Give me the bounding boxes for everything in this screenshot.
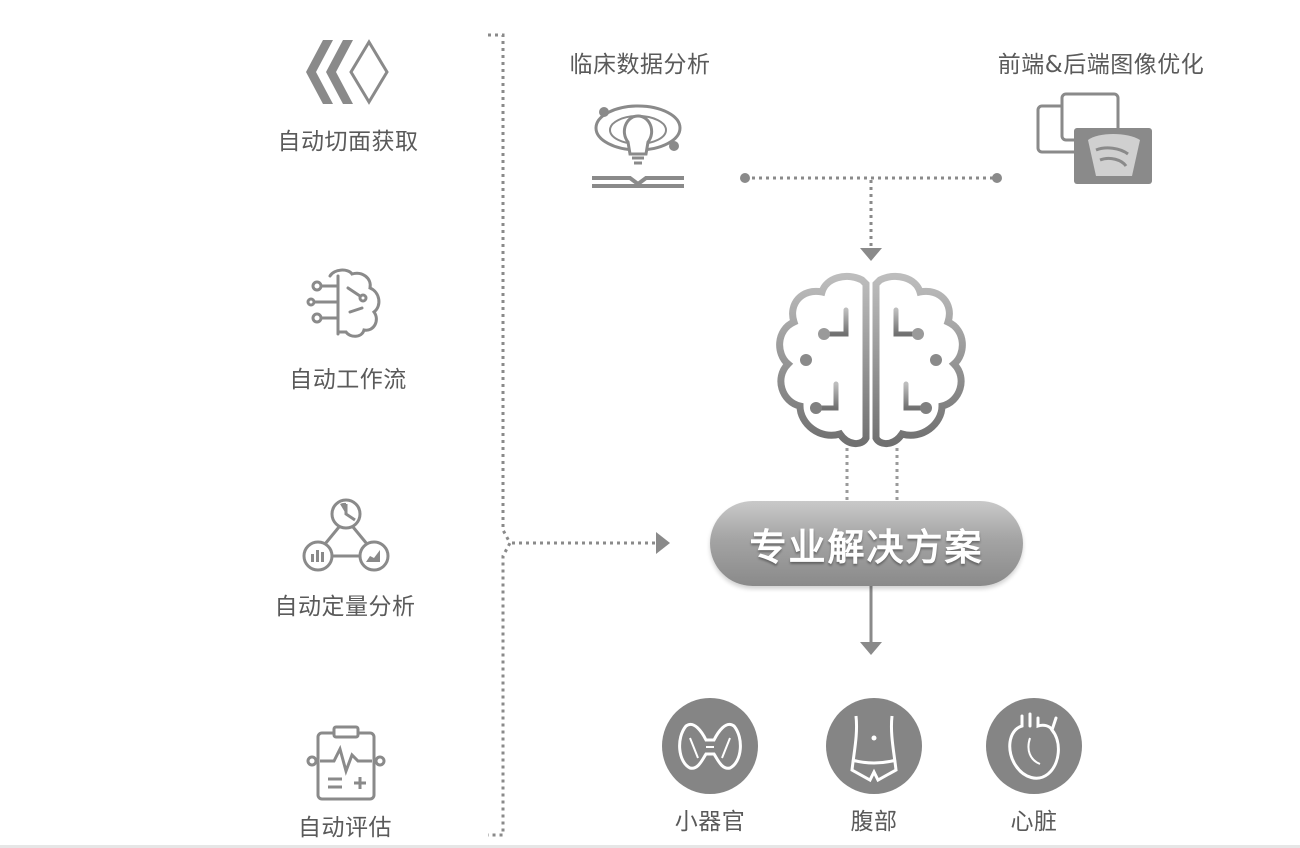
output-label-heart: 心脏 xyxy=(1010,809,1058,835)
output-label-abdomen: 腹部 xyxy=(850,809,898,835)
solution-pill: 专业解决方案 xyxy=(710,501,1023,586)
feature-label-quant-analysis: 自动定量分析 xyxy=(274,594,416,620)
analysis-triangle-icon xyxy=(302,498,390,572)
left-bracket xyxy=(488,33,512,837)
clipboard-icon xyxy=(306,725,386,801)
inputs-connector xyxy=(740,173,1002,261)
solution-label: 专业解决方案 xyxy=(749,525,984,569)
thyroid-icon xyxy=(662,698,758,794)
output-label-small-organs: 小器官 xyxy=(674,809,746,835)
bottom-divider xyxy=(0,845,1300,848)
heart-icon xyxy=(986,698,1082,794)
input-label-image-optimization: 前端&后端图像优化 xyxy=(997,52,1205,78)
brain-circuit-icon xyxy=(306,268,381,338)
feature-label-plane-acquisition: 自动切面获取 xyxy=(277,129,419,155)
ultrasound-image-icon xyxy=(1036,92,1152,184)
lightbulb-book-icon xyxy=(592,104,684,188)
input-label-clinical-data: 临床数据分析 xyxy=(569,52,711,78)
solution-to-outputs-arrow xyxy=(860,586,882,655)
bracket-to-solution-arrow xyxy=(512,532,670,554)
brain-to-solution-lines xyxy=(845,448,899,500)
ai-brain-icon xyxy=(776,273,966,447)
diamonds-icon xyxy=(306,39,389,105)
feature-label-assessment: 自动评估 xyxy=(298,815,392,841)
abdomen-icon xyxy=(826,698,922,794)
feature-label-workflow: 自动工作流 xyxy=(289,367,407,393)
